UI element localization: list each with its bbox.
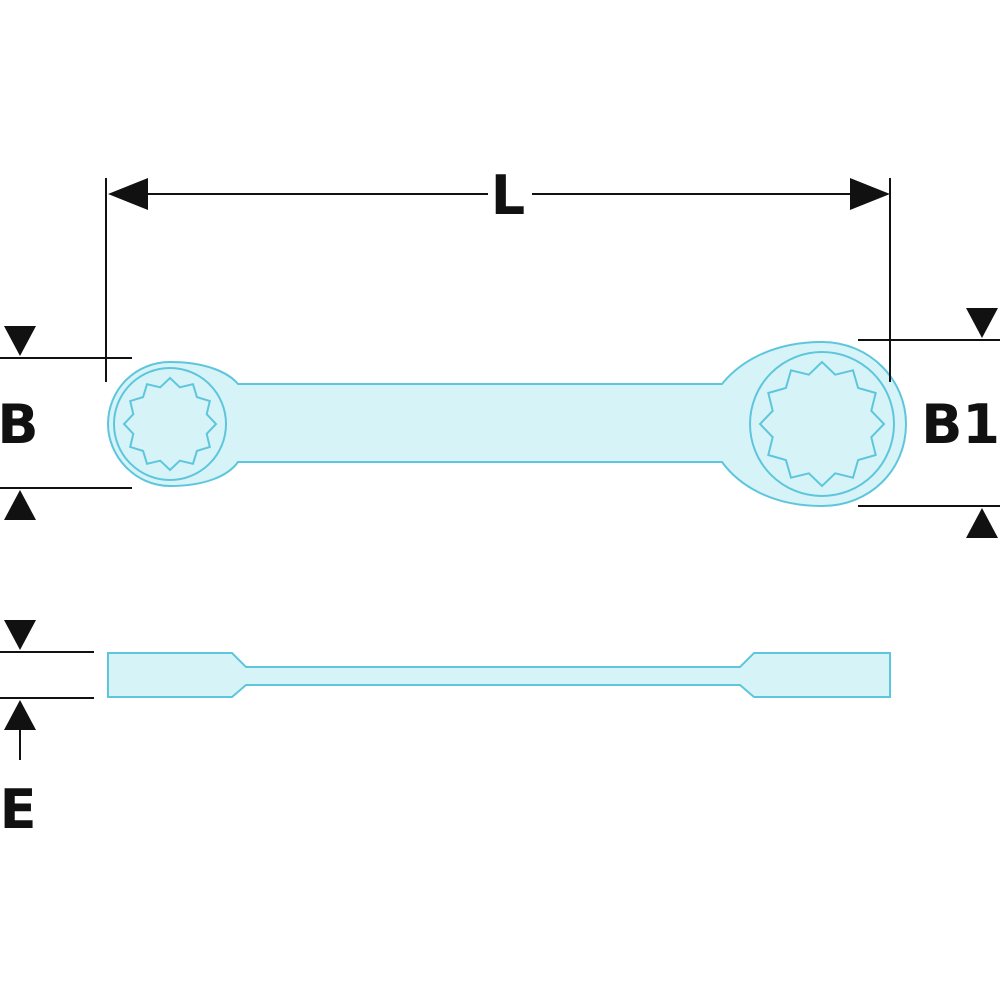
dimension-width-small: B: [0, 326, 132, 520]
wrench-top-body: [106, 340, 908, 508]
dimension-thickness: E: [0, 620, 94, 841]
wrench-side-view: [107, 652, 891, 698]
width-small-arrow-bottom: [4, 490, 36, 520]
length-label: L: [491, 164, 525, 227]
dimension-length: L: [105, 164, 891, 382]
width-large-arrow-bottom: [966, 508, 998, 538]
small-twelve-point-socket: [122, 376, 218, 472]
dimension-width-large: B1: [858, 308, 1000, 538]
width-small-label: B: [0, 393, 39, 456]
thickness-arrow-bottom: [4, 700, 36, 730]
small-ring-inner-rim: [113, 367, 227, 481]
length-arrow-left: [108, 178, 148, 210]
thickness-label: E: [0, 778, 36, 841]
wrench-top-view: [106, 340, 908, 508]
width-large-label: B1: [921, 393, 1000, 456]
length-arrow-right: [850, 178, 890, 210]
thickness-arrow-top: [4, 620, 36, 650]
large-ring-inner-rim: [749, 351, 895, 497]
width-large-arrow-top: [966, 308, 998, 338]
wrench-side-body: [107, 652, 891, 698]
large-twelve-point-socket: [758, 360, 886, 488]
width-small-arrow-top: [4, 326, 36, 356]
